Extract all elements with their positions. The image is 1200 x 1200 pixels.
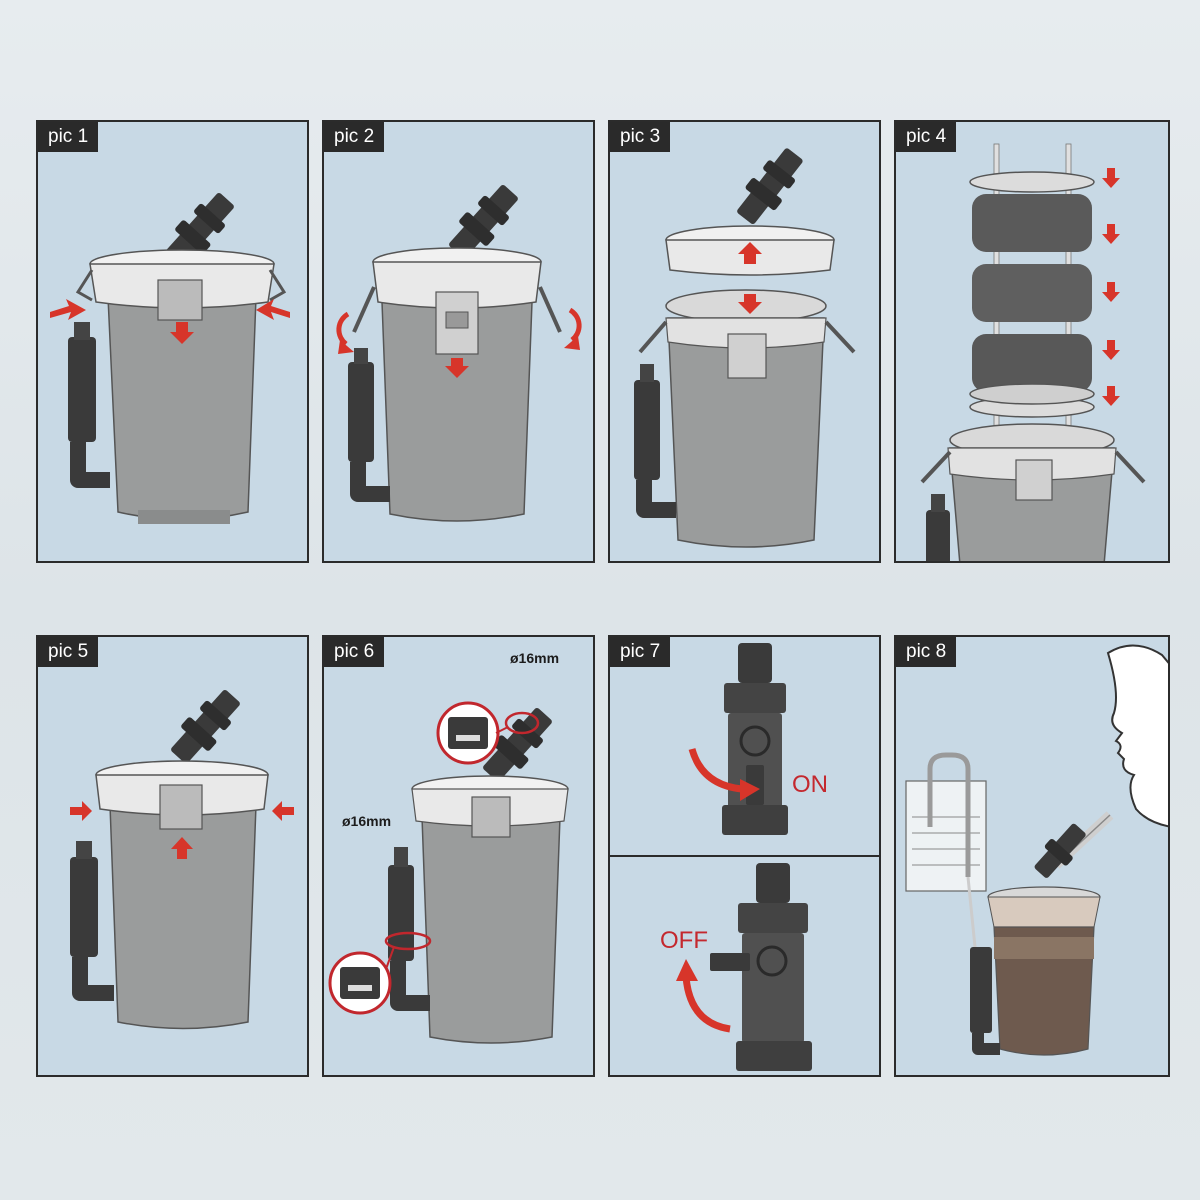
arrow-icon (70, 801, 294, 859)
panel-label: pic 6 (324, 637, 385, 667)
valve-icon (722, 643, 788, 835)
panel-label: pic 4 (896, 122, 957, 152)
rotate-arrow-icon (336, 307, 582, 346)
arrow-icon (1102, 168, 1120, 406)
panel-label: pic 5 (38, 637, 99, 667)
canister-icon (381, 301, 533, 522)
panel-pic-3: pic 3 (608, 120, 881, 563)
panel-label: pic 8 (896, 637, 957, 667)
panel-pic-7: ON OFF pic 7 (608, 635, 881, 1077)
valve-on-off-diagram (676, 643, 812, 1071)
panel-label: pic 2 (324, 122, 385, 152)
valve-icon (165, 193, 234, 267)
valve-icon (449, 185, 518, 259)
person-icon (1106, 644, 1168, 828)
rotate-arrow-icon (682, 976, 731, 1033)
panel-pic-6: ø16mm ø16mm pic 6 (322, 635, 595, 1077)
off-label: OFF (660, 927, 708, 954)
panel-label: pic 3 (610, 122, 671, 152)
panel-label: pic 1 (38, 122, 99, 152)
on-label: ON (792, 771, 828, 798)
canister-filter-diagram (634, 148, 856, 548)
panel-divider (610, 855, 879, 857)
canister-filter-diagram (336, 185, 582, 522)
valve-icon (1034, 823, 1086, 878)
valve-icon (171, 690, 240, 764)
canister-filter-diagram (50, 193, 290, 524)
dimension-label-top: ø16mm (510, 650, 560, 666)
panel-pic-1: pic 1 (36, 120, 309, 563)
canister-icon (109, 804, 257, 1030)
sponge-stack-diagram (920, 143, 1146, 561)
sponge-icon (972, 194, 1092, 392)
rotate-arrow-icon (688, 747, 743, 793)
canister-icon (421, 816, 561, 1044)
panel-pic-5: pic 5 (36, 635, 309, 1077)
arrow-icon (338, 336, 580, 378)
canister-filter-diagram (70, 690, 294, 1030)
siphon-start-diagram (905, 644, 1168, 1056)
panel-label: pic 7 (610, 637, 671, 667)
valve-icon (710, 863, 812, 1071)
panel-pic-2: pic 2 (322, 120, 595, 563)
dimension-label-left: ø16mm (342, 813, 392, 829)
panel-pic-8: pic 8 (894, 635, 1170, 1077)
panel-pic-4: pic 4 (894, 120, 1170, 563)
arrow-icon (50, 299, 290, 344)
arrow-icon (738, 242, 762, 314)
valve-icon (737, 148, 803, 225)
connection-detail-diagram (328, 701, 569, 1044)
